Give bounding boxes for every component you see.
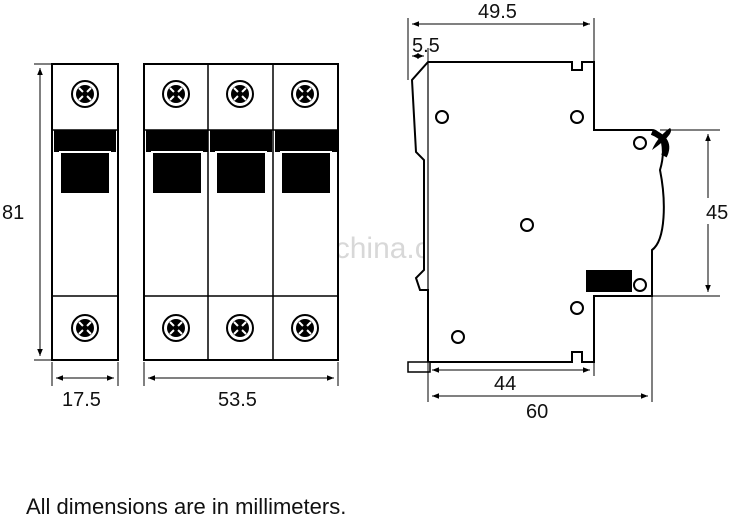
bottom-44-dimension: 44: [427, 362, 595, 402]
dim-60-label: 60: [526, 401, 548, 423]
dim-44-label: 44: [494, 373, 516, 395]
offset-dimension: 5.5: [412, 35, 440, 62]
toggle-lever-icon: [53, 129, 117, 195]
bottom-60-dimension: 60: [432, 296, 653, 423]
dim-45-label: 45: [706, 202, 728, 224]
height-dimension: 81: [0, 63, 52, 361]
dim-81-label: 81: [2, 202, 24, 224]
side-view: [407, 61, 672, 373]
units-note: All dimensions are in millimeters.: [26, 494, 347, 519]
single-width-dimension: 17.5: [51, 362, 119, 411]
three-pole-front-view: [143, 63, 339, 361]
dim-5-5-label: 5.5: [412, 35, 440, 57]
triple-width-dimension: 53.5: [143, 362, 339, 411]
dim-53-5-label: 53.5: [218, 389, 257, 411]
top-screw-icon: [71, 80, 99, 108]
side-height-dimension: 45: [652, 129, 736, 297]
top-width-dimension: 49.5: [407, 1, 595, 80]
bottom-screw-icon: [71, 314, 99, 342]
dim-17-5-label: 17.5: [62, 389, 101, 411]
dim-49-5-label: 49.5: [478, 1, 517, 23]
single-pole-front-view: [51, 63, 119, 361]
